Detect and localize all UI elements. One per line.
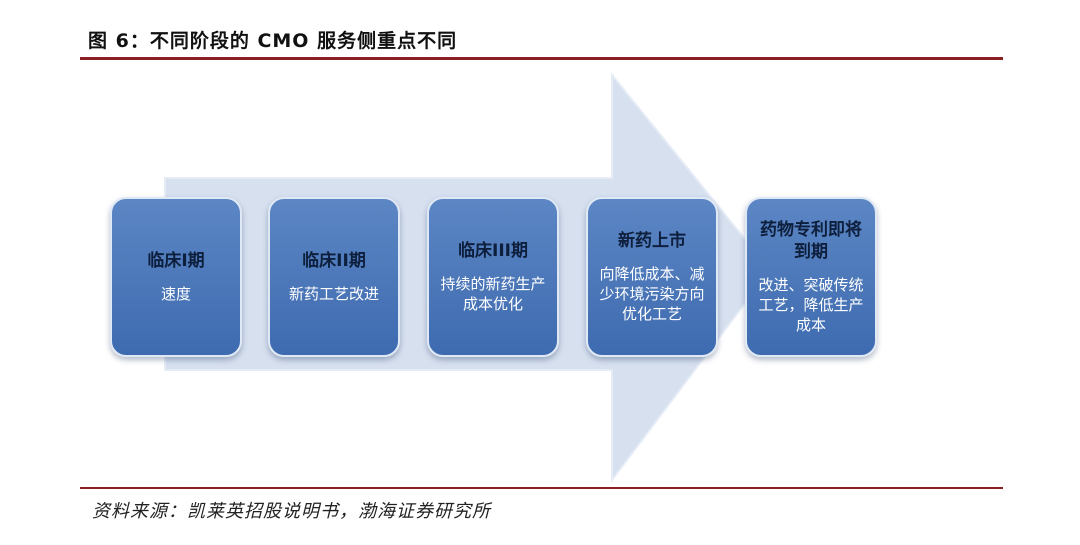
top-divider bbox=[80, 57, 1003, 60]
stage-description: 速度 bbox=[160, 285, 191, 303]
stage-heading: 临床I期 bbox=[147, 251, 205, 271]
stage-box-phase-1: 临床I期 速度 bbox=[110, 197, 242, 357]
source-note: 资料来源：凯莱英招股说明书，渤海证券研究所 bbox=[92, 501, 491, 522]
stage-heading: 药物专利即将到期 bbox=[760, 220, 862, 262]
stage-heading: 临床III期 bbox=[458, 241, 528, 261]
stage-description: 新药工艺改进 bbox=[288, 285, 379, 303]
stage-description: 向降低成本、减少环境污染方向优化工艺 bbox=[599, 265, 705, 323]
stage-description: 改进、突破传统工艺，降低生产成本 bbox=[758, 276, 864, 334]
stage-box-patent-expiry: 药物专利即将到期 改进、突破传统工艺，降低生产成本 bbox=[745, 197, 877, 357]
stage-heading: 新药上市 bbox=[618, 231, 686, 251]
figure-title: 图 6：不同阶段的 CMO 服务侧重点不同 bbox=[88, 30, 458, 52]
stage-heading: 临床II期 bbox=[302, 251, 366, 271]
stage-box-launch: 新药上市 向降低成本、减少环境污染方向优化工艺 bbox=[586, 197, 718, 357]
stage-box-phase-2: 临床II期 新药工艺改进 bbox=[268, 197, 400, 357]
stage-description: 持续的新药生产成本优化 bbox=[440, 275, 546, 313]
bottom-divider bbox=[80, 487, 1003, 489]
stage-box-phase-3: 临床III期 持续的新药生产成本优化 bbox=[427, 197, 559, 357]
